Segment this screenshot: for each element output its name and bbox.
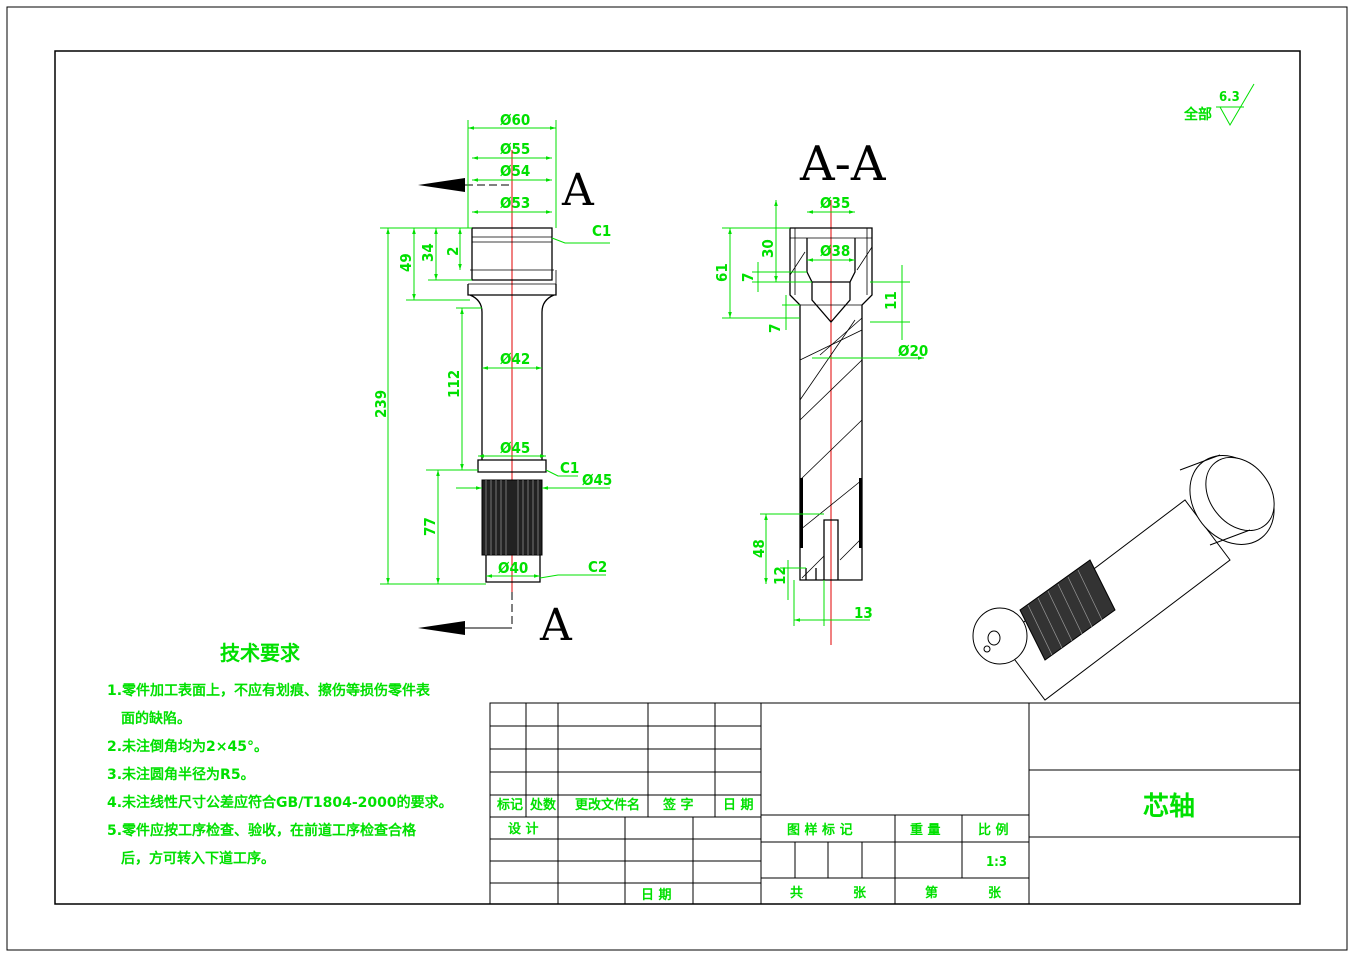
dim-d54: Ø54 — [500, 162, 530, 180]
tech-item: 1.零件加工表面上，不应有划痕、擦伤等损伤零件表 — [107, 682, 431, 699]
section-title: A-A — [799, 136, 887, 192]
tb-mark: 标记 — [496, 797, 523, 813]
roughness-symbol: 全部 6.3 — [1183, 83, 1255, 127]
tb-date: 日 期 — [723, 798, 754, 813]
tb-total: 共 — [790, 885, 803, 901]
tb-date-2: 日 期 — [641, 888, 672, 903]
dim-30: 30 — [759, 239, 777, 258]
tech-heading: 技术要求 — [220, 641, 301, 665]
tech-item: 5.零件应按工序检查、验收，在前道工序检查合格 — [107, 822, 417, 839]
dim-7-bottom: 7 — [766, 324, 784, 333]
dim-c1-middle: C1 — [560, 459, 579, 477]
dim-d20: Ø20 — [898, 342, 928, 360]
dim-d53: Ø53 — [500, 194, 530, 212]
dim-13: 13 — [854, 604, 873, 622]
title-block — [489, 702, 1301, 905]
dim-d55: Ø55 — [500, 140, 530, 158]
tb-sheet-2: 张 — [988, 886, 1002, 901]
dim-7-top: 7 — [739, 273, 757, 282]
section-mark-top: A — [561, 165, 595, 216]
tb-sign: 签 字 — [662, 797, 694, 813]
tb-ratio: 比 例 — [978, 822, 1009, 838]
tb-sheets: 张 — [853, 886, 867, 901]
tb-doc: 更改文件名 — [575, 797, 640, 813]
roughness-label: 全部 — [1183, 106, 1212, 123]
dim-34: 34 — [419, 243, 437, 262]
roughness-value: 6.3 — [1219, 90, 1240, 105]
dim-77: 77 — [421, 517, 439, 536]
section-view: A-A — [713, 136, 928, 645]
outer-border — [6, 6, 1348, 951]
tech-item: 4.未注线性尺寸公差应符合GB/T1804-2000的要求。 — [107, 794, 453, 811]
tech-item: 后，方可转入下道工序。 — [121, 850, 275, 867]
tech-item: 3.未注圆角半径为R5。 — [107, 766, 255, 783]
section-mark-bottom: A — [539, 600, 573, 651]
dim-d45: Ø45 — [500, 439, 530, 457]
dim-d42: Ø42 — [500, 350, 530, 368]
front-view: A A Ø60 Ø55 Ø54 Ø53 C1 Ø42 Ø45 C1 Ø45 Ø4… — [372, 111, 612, 651]
tb-weight: 重 量 — [910, 822, 941, 838]
tech-requirements: 技术要求 1.零件加工表面上，不应有划痕、擦伤等损伤零件表 面的缺陷。 2.未注… — [107, 641, 453, 867]
dim-d40: Ø40 — [498, 559, 528, 577]
dim-d60: Ø60 — [500, 111, 530, 129]
dim-11: 11 — [882, 291, 900, 310]
dim-239: 239 — [372, 390, 390, 418]
dim-2: 2 — [444, 247, 462, 256]
tb-drawing-mark: 图 样 标 记 — [787, 822, 853, 838]
dim-61: 61 — [713, 263, 731, 282]
tb-design: 设 计 — [508, 821, 539, 837]
dim-12: 12 — [771, 566, 789, 585]
dim-48: 48 — [750, 539, 768, 558]
tb-count: 处数 — [529, 797, 557, 813]
tb-nth: 第 — [925, 885, 938, 901]
dim-d38: Ø38 — [820, 242, 850, 260]
dim-d45-spline: Ø45 — [582, 471, 612, 489]
dim-c1-top: C1 — [592, 222, 611, 240]
tb-scale-value: 1:3 — [986, 855, 1007, 870]
dim-d35: Ø35 — [820, 194, 850, 212]
dim-c2: C2 — [588, 558, 607, 576]
part-name: 芯轴 — [1143, 792, 1195, 822]
tech-item: 2.未注倒角均为2×45°。 — [107, 738, 268, 755]
dim-112: 112 — [445, 370, 463, 398]
tech-item: 面的缺陷。 — [121, 710, 191, 727]
dim-49: 49 — [397, 253, 415, 272]
isometric-view — [972, 454, 1275, 701]
